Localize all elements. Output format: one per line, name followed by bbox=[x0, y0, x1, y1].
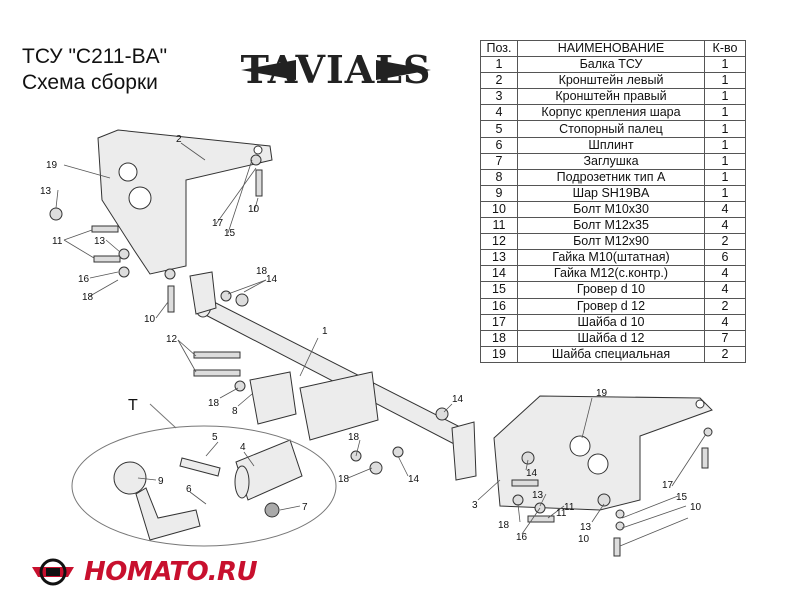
callout-10b: 10 bbox=[144, 314, 156, 325]
callout-7: 7 bbox=[302, 502, 308, 513]
right-bracket bbox=[493, 395, 713, 511]
leader-lines bbox=[55, 142, 707, 547]
part-position: 15 bbox=[480, 281, 518, 299]
part-quantity: 2 bbox=[704, 345, 746, 363]
part-position: 19 bbox=[480, 345, 518, 363]
tavials-logo-text: TAVIALS bbox=[240, 47, 432, 92]
callout-6: 6 bbox=[186, 484, 192, 495]
plug-cap bbox=[264, 502, 280, 518]
callout-14a: 14 bbox=[266, 274, 278, 285]
callout-13a: 13 bbox=[40, 186, 52, 197]
tow-ball bbox=[113, 461, 201, 541]
callout-15a: 15 bbox=[224, 228, 236, 239]
callout-16a: 16 bbox=[78, 274, 90, 285]
callout-1: 1 bbox=[322, 326, 328, 337]
callout-13d: 13 bbox=[580, 522, 592, 533]
part-position: 16 bbox=[480, 297, 518, 315]
callout-18a: 18 bbox=[82, 292, 94, 303]
callout-4: 4 bbox=[240, 442, 246, 453]
title-line-2: Схема сборки bbox=[22, 71, 158, 94]
callout-11a: 11 bbox=[52, 236, 63, 247]
callout-18d: 18 bbox=[338, 474, 350, 485]
ball-housing bbox=[234, 439, 303, 501]
callout-17a: 17 bbox=[212, 218, 224, 229]
part-name: Шайба d 10 bbox=[517, 313, 705, 331]
part-position: 18 bbox=[480, 329, 518, 347]
diagram-title: ТСУ "C211-BA" Схема сборки bbox=[22, 44, 167, 96]
left-bracket bbox=[97, 129, 273, 275]
locking-pin bbox=[179, 457, 221, 477]
detail-t-outline bbox=[71, 425, 337, 547]
homato-logo: HOMATO.RU bbox=[28, 552, 258, 592]
homato-logo-text: HOMATO.RU bbox=[84, 557, 258, 587]
tow-beam bbox=[189, 271, 477, 481]
callout-11c: 11 bbox=[564, 502, 575, 513]
callout-18e: 18 bbox=[498, 520, 510, 531]
callout-18c: 18 bbox=[208, 398, 220, 409]
callout-11b: 11 bbox=[556, 508, 567, 519]
part-name: Болт М12х90 bbox=[517, 233, 705, 251]
callout-19a: 19 bbox=[46, 160, 58, 171]
callout-13c: 13 bbox=[532, 490, 544, 501]
tavials-logo-wings bbox=[241, 60, 431, 80]
callout-18f: 18 bbox=[348, 432, 360, 443]
callout-t: T bbox=[128, 397, 138, 414]
callout-14c: 14 bbox=[408, 474, 420, 485]
header-pos: Поз. bbox=[480, 39, 518, 58]
part-name: Шайба специальная bbox=[517, 345, 705, 363]
callout-10d: 10 bbox=[578, 534, 590, 545]
header-qty: К-во bbox=[704, 39, 746, 58]
callout-10a: 10 bbox=[248, 204, 260, 215]
part-name: Подрозетник тип А bbox=[517, 168, 705, 186]
homato-logo-mark bbox=[32, 558, 74, 586]
callout-17b: 17 bbox=[662, 480, 674, 491]
callout-10c: 10 bbox=[690, 502, 702, 513]
part-quantity: 4 bbox=[704, 281, 746, 299]
bolts bbox=[91, 169, 709, 557]
callout-13b: 13 bbox=[94, 236, 106, 247]
callout-9: 9 bbox=[158, 476, 164, 487]
callout-8: 8 bbox=[232, 406, 238, 417]
callout-15b: 15 bbox=[676, 492, 688, 503]
callout-14d: 14 bbox=[526, 468, 538, 479]
callout-18b: 18 bbox=[256, 266, 268, 277]
callout-16b: 16 bbox=[516, 532, 528, 543]
callout-12: 12 bbox=[166, 334, 178, 345]
callout-5: 5 bbox=[212, 432, 218, 443]
part-name: Заглушка bbox=[517, 152, 705, 170]
tavials-logo: TAVIALS bbox=[236, 40, 436, 100]
part-name: Гровер d 10 bbox=[517, 281, 705, 299]
part-position: 10 bbox=[480, 200, 518, 219]
nuts-and-washers bbox=[49, 154, 713, 531]
part-quantity: 1 bbox=[704, 136, 746, 154]
callout-19b: 19 bbox=[596, 388, 608, 399]
title-line-1: ТСУ "C211-BA" bbox=[22, 45, 168, 68]
part-quantity: 1 bbox=[704, 72, 746, 90]
callout-3: 3 bbox=[472, 500, 478, 511]
callout-14b: 14 bbox=[452, 394, 464, 405]
callout-2: 2 bbox=[176, 134, 182, 145]
